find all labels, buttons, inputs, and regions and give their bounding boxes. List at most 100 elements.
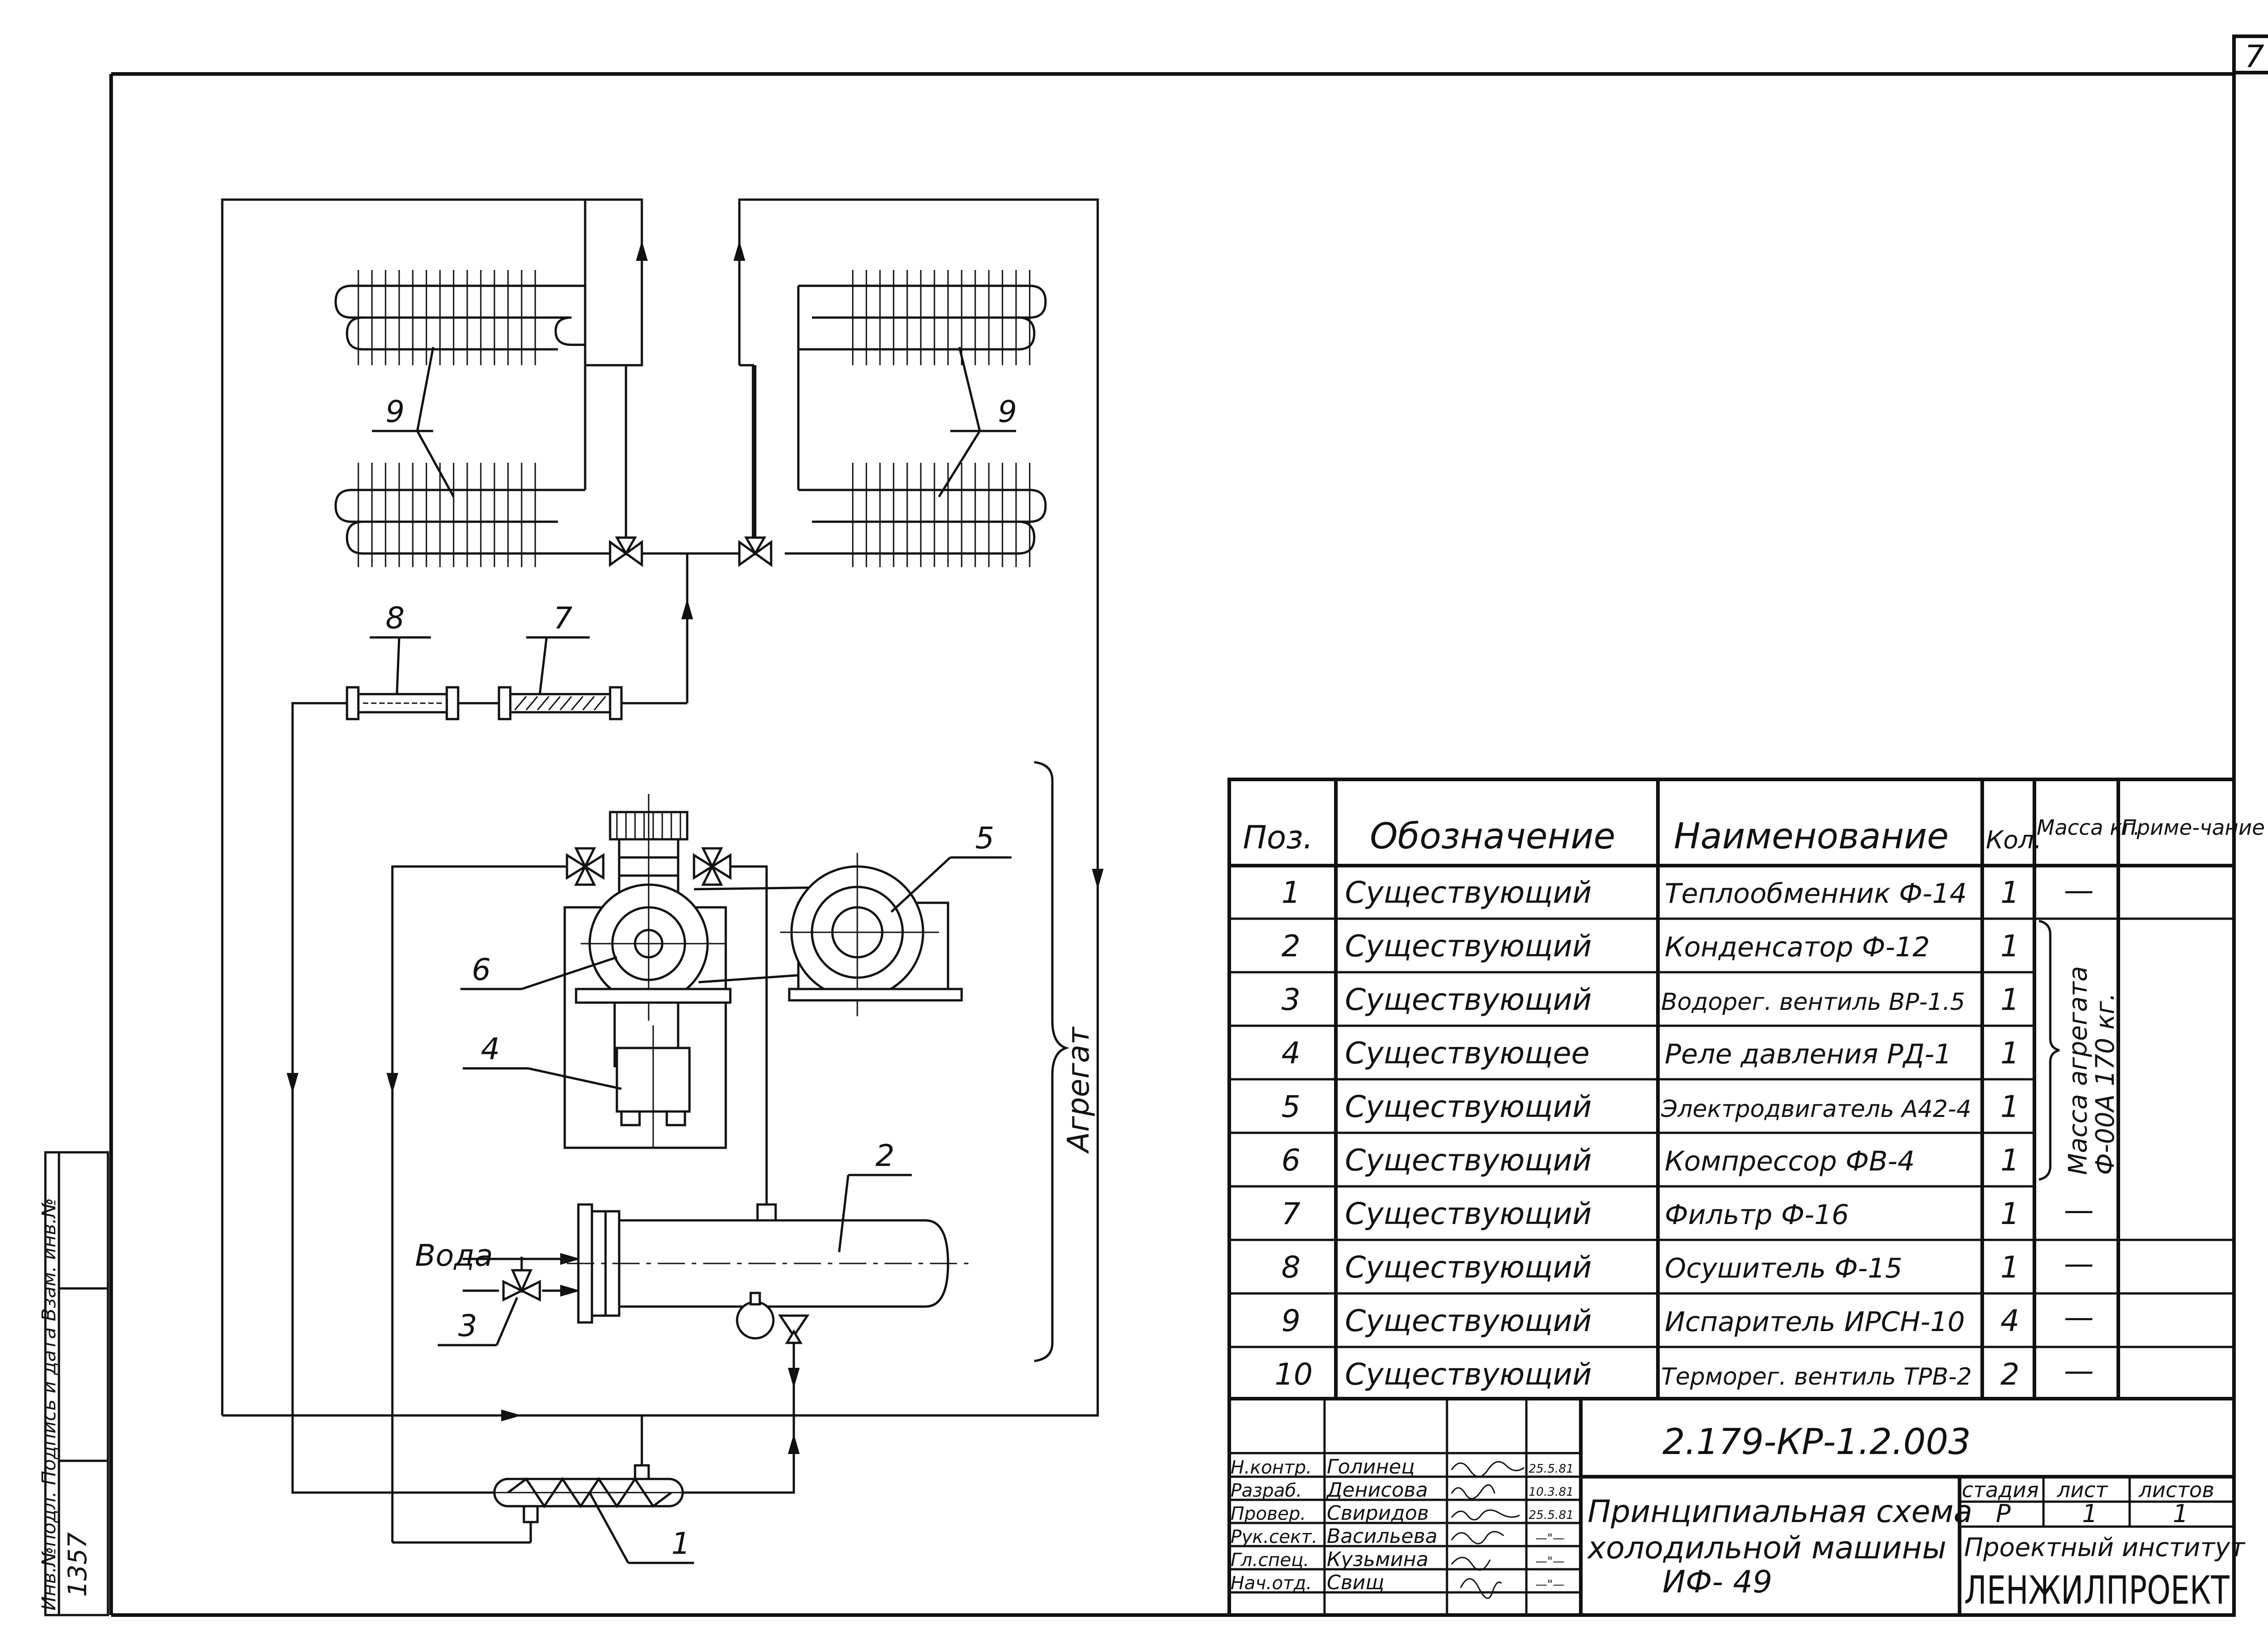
row-4-designation: Существующее: [1345, 1036, 1590, 1071]
svg-text:Свиридов: Свиридов: [1327, 1502, 1429, 1525]
row-2-qty: 1: [2000, 929, 2019, 964]
row-10-designation: Существующий: [1345, 1357, 1592, 1392]
callout-7: 7: [553, 601, 572, 636]
callout-3: 3: [458, 1308, 477, 1343]
row-2-designation: Существующий: [1345, 929, 1592, 964]
stage-header: стадия: [1962, 1478, 2039, 1502]
svg-text:Нач.отд.: Нач.отд.: [1231, 1573, 1312, 1594]
svg-text:—"—: —"—: [1535, 1532, 1564, 1545]
row-7-pos: 7: [1281, 1196, 1300, 1231]
side-stamp: Инв.№подл. Подпись и дата Взам. инв.№ 13…: [38, 1151, 109, 1616]
title-line-2: холодильной машины: [1587, 1530, 1946, 1566]
title-block: 2.179-КР-1.2.003 Принципиальная схема хо…: [1227, 1397, 2245, 1617]
evaporator-coil-left-top: [334, 270, 585, 365]
header-pos: Поз.: [1243, 819, 1313, 856]
table-row: 9 Существующий Испаритель ИРСН-10 4 —: [1281, 1300, 2094, 1338]
thermostatic-valve-right: [738, 365, 772, 567]
table-row: 8 Существующий Осушитель Ф-15 1 —: [1281, 1246, 2094, 1285]
svg-text:Провер.: Провер.: [1231, 1503, 1306, 1524]
unit-label: Агрегат: [1061, 1026, 1096, 1154]
row-10-mass: —: [2064, 1353, 2094, 1388]
row-9-designation: Существующий: [1345, 1303, 1592, 1338]
row-9-qty: 4: [2000, 1303, 2019, 1338]
callout-9-right: 9: [998, 394, 1017, 429]
row-7-qty: 1: [2000, 1196, 2019, 1231]
row-3-designation: Существующий: [1345, 982, 1592, 1017]
row-4-pos: 4: [1281, 1036, 1300, 1071]
callout-1: 1: [671, 1526, 690, 1561]
row-9-mass: —: [2064, 1300, 2094, 1335]
callout-2: 2: [875, 1138, 894, 1173]
svg-text:Разраб.: Разраб.: [1231, 1480, 1302, 1501]
row-5-pos: 5: [1281, 1089, 1300, 1124]
svg-text:Гл.спец.: Гл.спец.: [1231, 1550, 1309, 1571]
table-row: 6 Существующий Компрессор ФВ-4 1: [1281, 1143, 2019, 1178]
row-1-qty: 1: [2000, 875, 2019, 910]
condenser-outlet-valve: [778, 1314, 810, 1344]
header-designation: Обозначение: [1370, 816, 1615, 857]
header-mass: Масса кг.: [2037, 815, 2140, 840]
pipe-network: [221, 198, 1099, 1544]
header-name: Наименование: [1674, 816, 1949, 857]
callout-4: 4: [481, 1032, 500, 1067]
row-6-pos: 6: [1281, 1143, 1300, 1178]
row-8-qty: 1: [2000, 1250, 2019, 1285]
svg-text:Масса агрегата: Масса агрегата: [2063, 966, 2093, 1175]
table-row: 10 Существующий Терморег. вентиль ТРВ-2 …: [1275, 1353, 2094, 1392]
callout-5: 5: [975, 821, 994, 856]
condenser: [567, 1203, 971, 1340]
side-stamp-number: 1357: [63, 1532, 93, 1597]
title-line-3: ИФ- 49: [1662, 1564, 1772, 1600]
header-note: Приме-чание: [2121, 815, 2265, 840]
svg-text:—"—: —"—: [1535, 1578, 1564, 1591]
svg-text:Свищ: Свищ: [1327, 1571, 1384, 1594]
svg-text:Васильева: Васильева: [1327, 1525, 1437, 1548]
row-5-designation: Существующий: [1345, 1089, 1592, 1124]
flow-arrows: [287, 240, 1104, 1454]
callouts: 1 2 3 4 5 6 7 8 9: [370, 347, 1017, 1564]
water-label: Вода: [415, 1238, 493, 1273]
row-7-designation: Существующий: [1345, 1196, 1592, 1231]
svg-text:Рук.сект.: Рук.сект.: [1231, 1527, 1317, 1547]
institute-line: Проектный институт: [1964, 1533, 2245, 1562]
sheets-header: листов: [2138, 1478, 2214, 1502]
filter-symbol: [498, 686, 623, 720]
svg-text:25.5.81: 25.5.81: [1529, 1462, 1574, 1476]
institute-name: ЛЕНЖИЛПРОЕКТ: [1964, 1568, 2229, 1613]
doc-code: 2.179-КР-1.2.003: [1662, 1422, 1971, 1463]
sheets-value: 1: [2173, 1499, 2188, 1528]
svg-text:Голинец: Голинец: [1327, 1455, 1415, 1479]
row-7-mass: —: [2064, 1193, 2094, 1228]
signature-rows: Н.контр. Голинец 25.5.81 Разраб. Денисов…: [1231, 1455, 1574, 1594]
svg-text:25.5.81: 25.5.81: [1529, 1508, 1574, 1522]
row-10-pos: 10: [1275, 1357, 1313, 1392]
table-row: 4 Существующее Реле давления РД-1 1: [1281, 1036, 2019, 1071]
row-6-qty: 1: [2000, 1143, 2019, 1178]
title-line-1: Принципиальная схема: [1588, 1494, 1972, 1530]
table-row: 7 Существующий Фильтр Ф-16 1 —: [1281, 1193, 2094, 1231]
row-1-mass: —: [2064, 873, 2094, 908]
row-5-name: Электродвигатель А42-4: [1661, 1096, 1971, 1123]
row-9-name: Испаритель ИРСН-10: [1665, 1306, 1965, 1338]
table-row: 5 Существующий Электродвигатель А42-4 1: [1281, 1089, 2019, 1124]
evaporator-coil-right-top: [797, 270, 1047, 490]
table-row: 1 Существующий Теплообменник Ф-14 1 —: [1281, 873, 2094, 910]
compressor-valve-left: [566, 847, 605, 886]
row-8-mass: —: [2064, 1246, 2094, 1281]
table-row: 2 Существующий Конденсатор Ф-12 1: [1281, 929, 2019, 964]
svg-text:Н.контр.: Н.контр.: [1231, 1457, 1312, 1478]
compressor-unit: [563, 794, 732, 1149]
row-6-designation: Существующий: [1345, 1143, 1592, 1178]
row-4-name: Реле давления РД-1: [1665, 1038, 1952, 1070]
row-1-name: Теплообменник Ф-14: [1665, 878, 1967, 910]
callout-8: 8: [386, 601, 405, 636]
row-9-pos: 9: [1281, 1303, 1300, 1338]
row-8-designation: Существующий: [1345, 1250, 1592, 1285]
electric-motor: [780, 853, 963, 1016]
unit-bracket: Агрегат: [1034, 761, 1096, 1362]
row-10-qty: 2: [2000, 1357, 2019, 1392]
handwritten-signatures: [1451, 1461, 1525, 1599]
sheet-value: 1: [2082, 1499, 2097, 1528]
row-3-qty: 1: [2000, 982, 2019, 1017]
